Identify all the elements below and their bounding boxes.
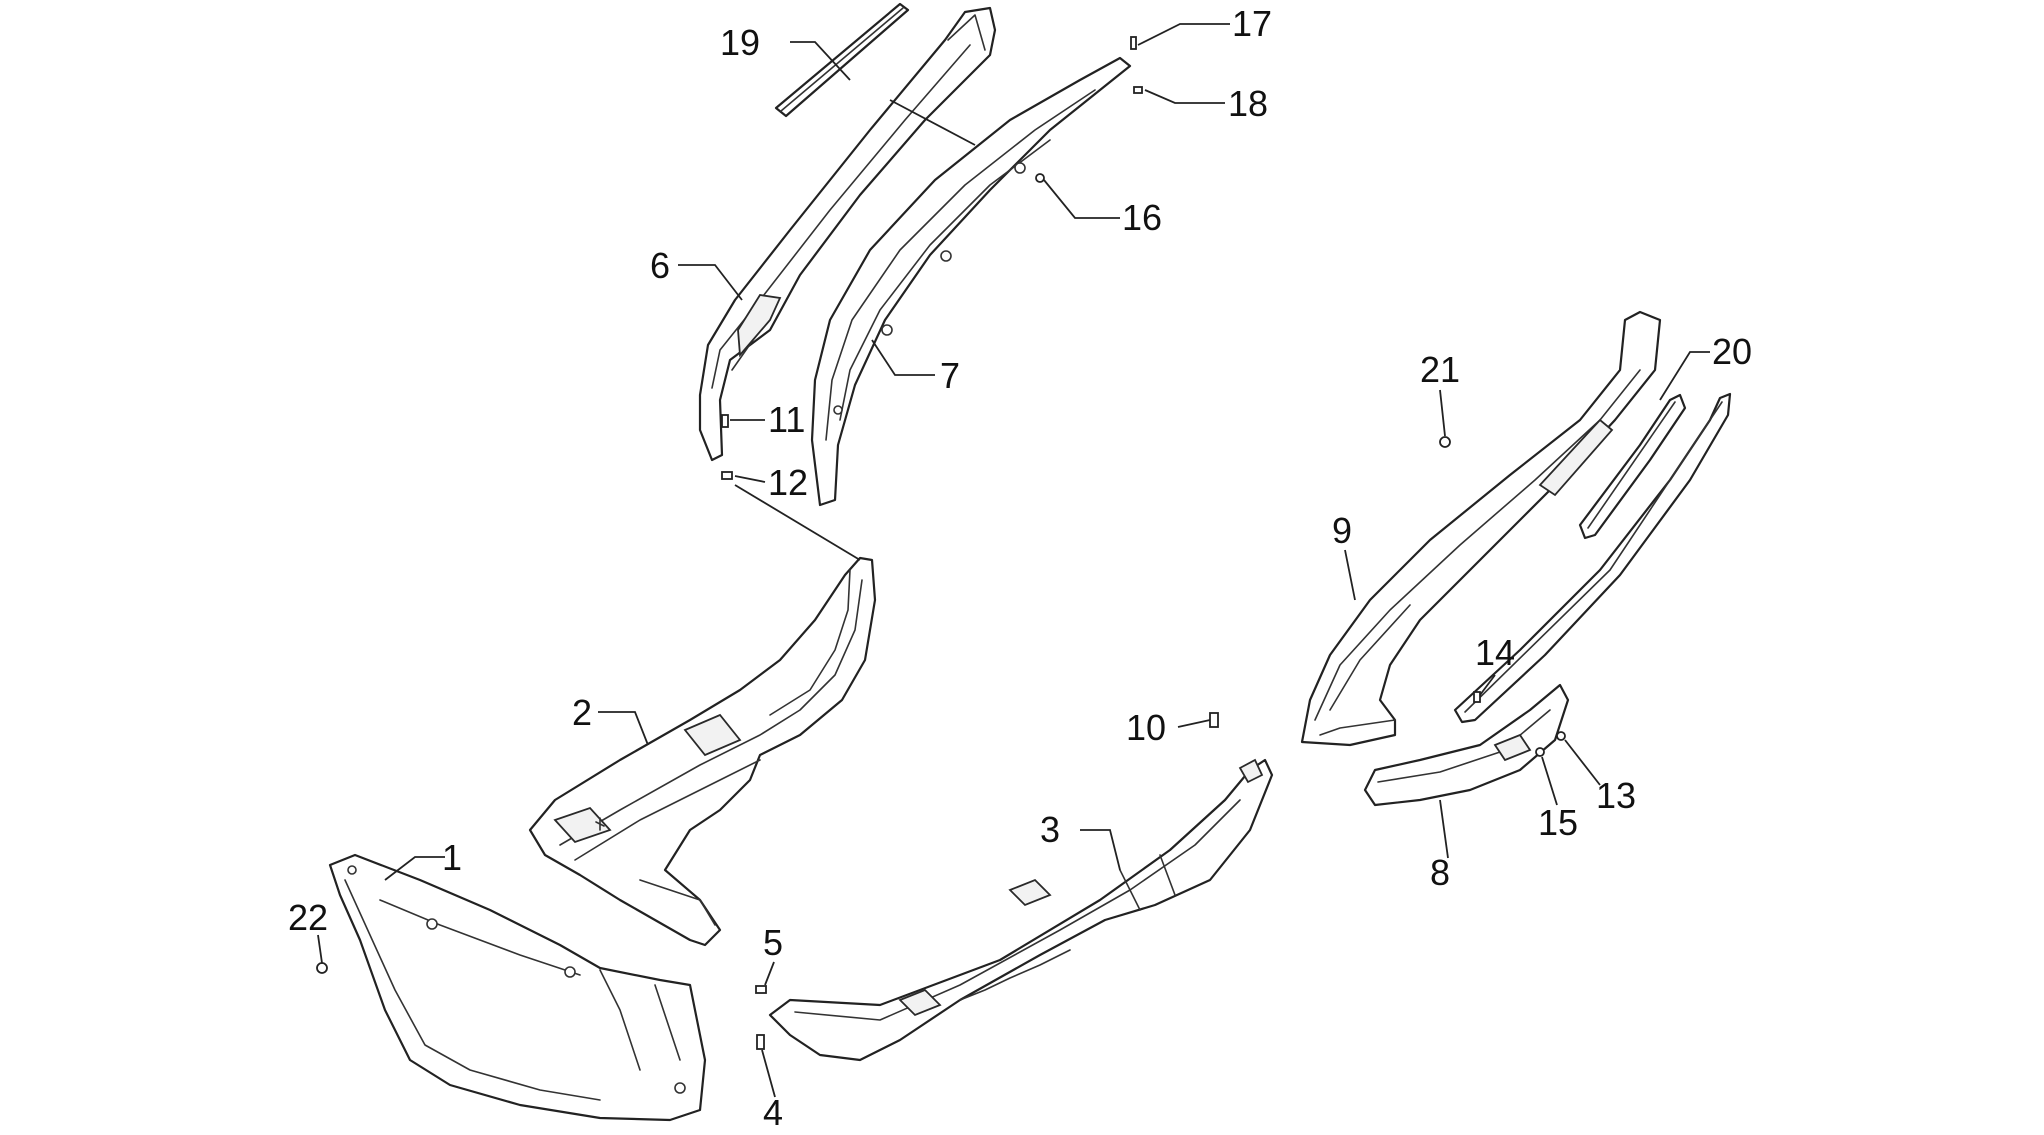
callout-11: 11 xyxy=(768,399,805,440)
leader-3 xyxy=(1080,829,1121,871)
leader-5 xyxy=(764,961,775,986)
callout-18: 18 xyxy=(1228,83,1268,124)
callout-16: 16 xyxy=(1122,197,1162,238)
leader-6-7-link xyxy=(889,99,976,146)
leader-18 xyxy=(1144,89,1225,104)
part-9-rear-upper-panel xyxy=(1300,310,1662,747)
callout-19: 19 xyxy=(720,22,760,63)
callout-2: 2 xyxy=(572,692,592,733)
leader-17 xyxy=(1137,23,1230,46)
callout-13: 13 xyxy=(1596,775,1636,816)
callout-21: 21 xyxy=(1420,349,1460,390)
fastener-18 xyxy=(1133,86,1143,94)
leader-19 xyxy=(790,41,851,81)
leader-4 xyxy=(761,1049,776,1098)
callout-4: 4 xyxy=(763,1092,783,1133)
callout-6: 6 xyxy=(650,245,670,286)
fastener-17 xyxy=(1130,36,1137,50)
leader-lines xyxy=(317,23,1710,1098)
fastener-10 xyxy=(1209,712,1219,728)
leader-2 xyxy=(598,711,649,746)
fastener-13 xyxy=(1556,731,1566,741)
part-8-rear-lower-trim xyxy=(1363,683,1570,807)
callout-12: 12 xyxy=(768,462,808,503)
callout-10: 10 xyxy=(1126,707,1166,748)
fastener-16 xyxy=(1035,173,1045,183)
callout-9: 9 xyxy=(1332,510,1352,551)
callout-17: 17 xyxy=(1232,3,1272,44)
part-19-trim-strip xyxy=(774,2,910,118)
leader-6 xyxy=(678,264,743,301)
fastener-4 xyxy=(756,1034,765,1050)
callout-1: 1 xyxy=(442,837,462,878)
callout-22: 22 xyxy=(288,897,328,938)
fastener-14 xyxy=(1473,691,1481,703)
callout-7: 7 xyxy=(940,355,960,396)
fastener-22 xyxy=(316,962,328,974)
part-1-front-lower-cover xyxy=(328,853,707,1122)
fastener-15 xyxy=(1535,747,1545,757)
leader-16 xyxy=(1043,179,1120,219)
part-9-rear-edge-strip xyxy=(1453,392,1732,724)
callout-5: 5 xyxy=(763,922,783,963)
part-2-floor-panel xyxy=(528,556,877,947)
leader-12 xyxy=(734,475,766,483)
callout-15: 15 xyxy=(1538,802,1578,843)
part-3-lower-side-skirt xyxy=(768,758,1274,1062)
callout-14: 14 xyxy=(1475,632,1515,673)
fastener-5 xyxy=(755,985,767,994)
leader-22 xyxy=(317,934,323,964)
part-6-upper-side-panel xyxy=(698,6,997,462)
leader-1 xyxy=(384,856,445,881)
leader-9 xyxy=(1344,549,1356,601)
leader-14 xyxy=(1479,674,1496,696)
leader-15 xyxy=(1541,756,1558,806)
part-20-rear-trim-strip xyxy=(1578,393,1687,540)
callout-3: 3 xyxy=(1040,809,1060,850)
leader-12-link xyxy=(734,484,861,561)
leader-8 xyxy=(1439,799,1449,859)
callout-8: 8 xyxy=(1430,852,1450,893)
leader-21 xyxy=(1439,389,1446,437)
fastener-11 xyxy=(721,414,729,428)
fastener-12 xyxy=(721,471,733,480)
leader-13 xyxy=(1564,739,1601,786)
leader-10 xyxy=(1177,719,1211,728)
leader-20 xyxy=(1659,351,1710,401)
callout-20: 20 xyxy=(1712,331,1752,372)
leader-7 xyxy=(871,339,935,376)
part-7-curved-upper-panel xyxy=(810,56,1132,507)
fastener-21 xyxy=(1439,436,1451,448)
